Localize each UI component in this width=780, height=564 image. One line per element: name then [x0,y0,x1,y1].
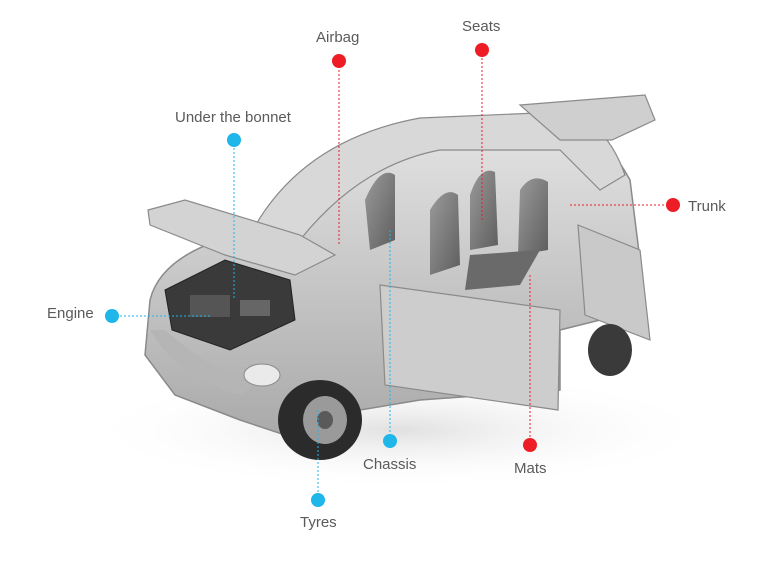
seat-rear-1 [470,170,498,250]
tyres-label[interactable]: Tyres [300,514,337,531]
rear-wheel [588,324,632,376]
trunk-lid [518,94,656,141]
headlight [243,363,281,387]
mats-marker[interactable] [523,438,537,452]
rear-door [577,224,651,341]
chassis-marker[interactable] [383,434,397,448]
tyres-marker[interactable] [311,493,325,507]
seats-marker[interactable] [475,43,489,57]
bonnet [147,199,337,276]
seat-rear-2 [518,178,548,255]
engine-block [190,295,230,317]
trunk-marker[interactable] [666,198,680,212]
airbag-marker[interactable] [332,54,346,68]
front-door [379,284,561,411]
engine-label[interactable]: Engine [47,305,94,322]
engine-marker[interactable] [105,309,119,323]
mats-label[interactable]: Mats [514,460,547,477]
seat-front-left [365,172,395,250]
airbag-label[interactable]: Airbag [316,29,360,46]
chassis-label[interactable]: Chassis [363,456,417,473]
seat-cushion [465,250,540,290]
seats-label[interactable]: Seats [462,18,501,35]
under-bonnet-marker[interactable] [227,133,241,147]
trunk-label[interactable]: Trunk [688,198,726,215]
seat-front-right [430,192,460,275]
under-bonnet-label[interactable]: Under the bonnet [175,109,291,126]
